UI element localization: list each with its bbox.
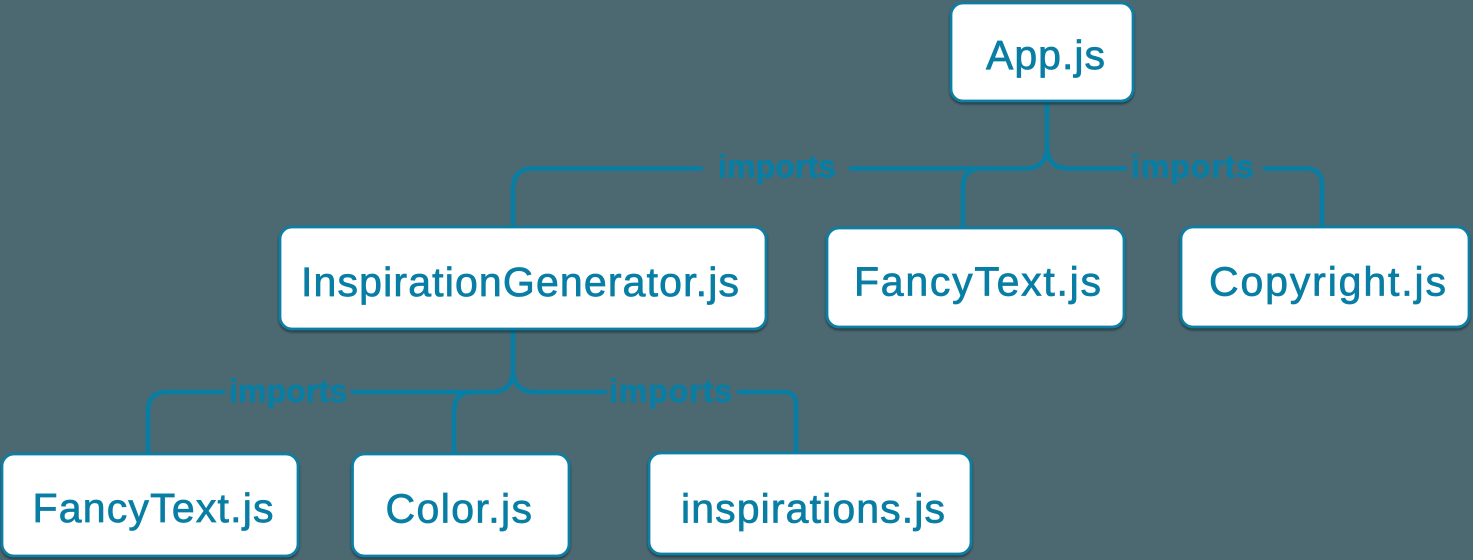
svg-text:imports: imports: [718, 149, 836, 185]
svg-text:FancyText.js: FancyText.js: [854, 259, 1101, 305]
svg-text:inspirations.js: inspirations.js: [681, 486, 945, 532]
svg-text:Copyright.js: Copyright.js: [1209, 259, 1446, 305]
svg-text:imports: imports: [1131, 149, 1254, 185]
svg-text:App.js: App.js: [986, 32, 1105, 78]
svg-text:InspirationGenerator.js: InspirationGenerator.js: [301, 259, 739, 305]
svg-text:imports: imports: [609, 373, 732, 409]
svg-text:Color.js: Color.js: [386, 486, 533, 532]
svg-text:imports: imports: [229, 373, 347, 409]
svg-text:FancyText.js: FancyText.js: [33, 485, 274, 531]
